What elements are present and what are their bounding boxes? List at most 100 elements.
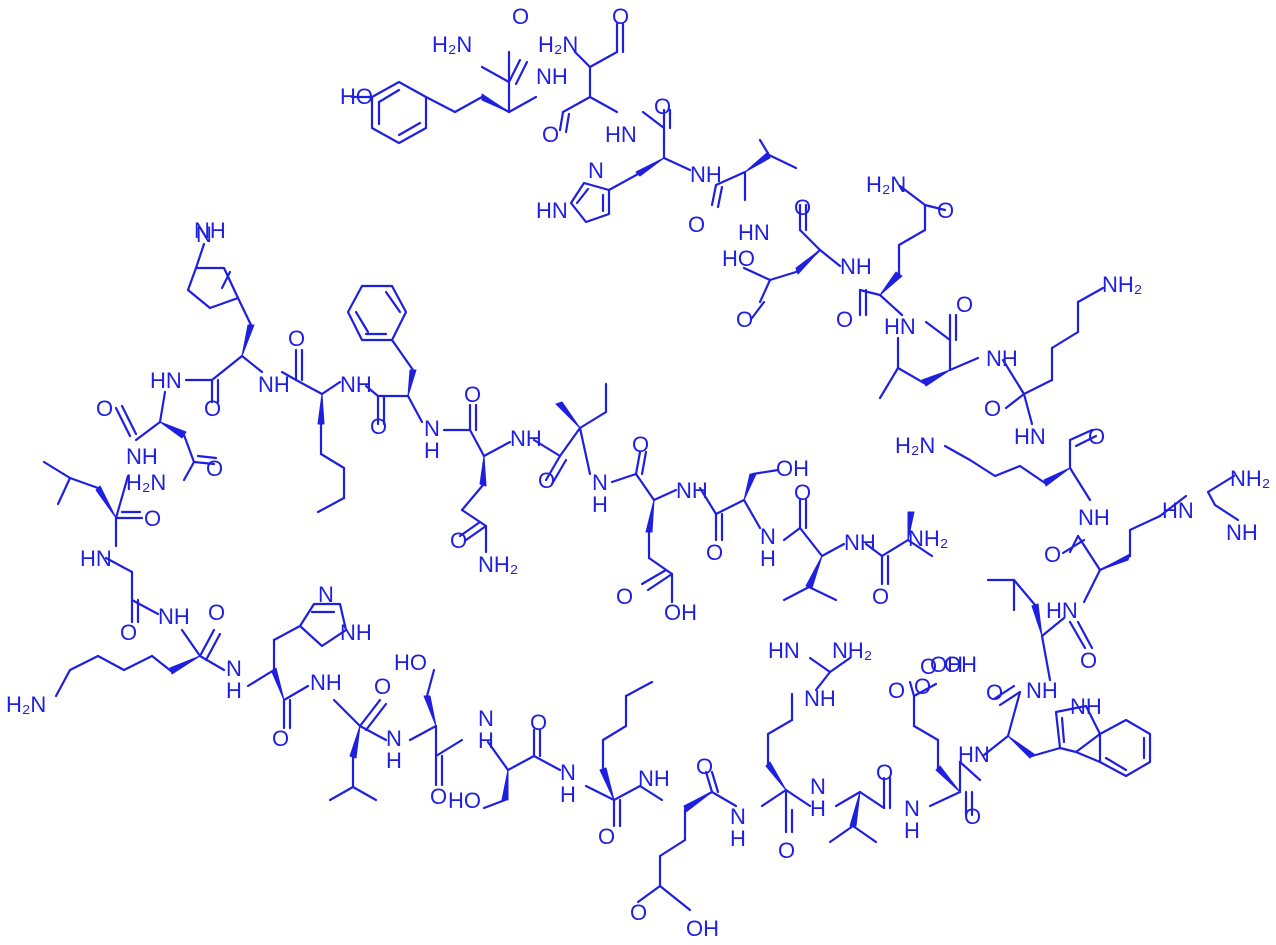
atom-label: H — [560, 782, 576, 807]
atom-label: H₂N — [895, 433, 935, 458]
atom-label: N — [760, 524, 776, 549]
atom-label: O — [450, 528, 467, 553]
atom-label: H — [478, 728, 494, 753]
atom-label: O — [206, 456, 223, 481]
bonds — [42, 22, 1240, 912]
atom-label: O — [688, 212, 705, 237]
atom-label: O — [794, 480, 811, 505]
atom-label: N — [810, 774, 826, 799]
atom-label: O — [612, 4, 629, 29]
atom-label: HO — [448, 788, 481, 813]
atom-label: NH — [840, 254, 872, 279]
atom-label: NH₂ — [908, 526, 948, 551]
atom-label: N — [560, 760, 576, 785]
atom-label: HN — [958, 742, 990, 767]
atom-label: H — [386, 748, 402, 773]
atom-label: H₂N — [866, 172, 906, 197]
atom-label: HO — [394, 650, 427, 675]
atom-label: HO — [722, 246, 755, 271]
atom-label: NH — [536, 64, 568, 89]
atom-label: N — [226, 656, 242, 681]
atom-label: O — [204, 396, 221, 421]
atom-label: O — [920, 654, 937, 679]
atom-label: O — [598, 824, 615, 849]
atom-label: N — [386, 726, 402, 751]
atom-labels: H₂N O H₂N O NH HO O HN O N HN NH O HN O … — [6, 4, 1270, 941]
atom-label: NH — [340, 372, 372, 397]
atom-label: O — [272, 726, 289, 751]
atom-label: NH — [844, 530, 876, 555]
atom-label: O — [512, 4, 529, 29]
atom-label: HN — [80, 546, 112, 571]
atom-label: O — [706, 540, 723, 565]
atom-label: H₂N — [432, 32, 472, 57]
atom-label: O — [872, 584, 889, 609]
atom-label: N — [196, 222, 212, 247]
atom-label: H₂N — [538, 32, 578, 57]
atom-label: O — [914, 674, 931, 699]
atom-label: NH — [1226, 520, 1258, 545]
atom-label: HN — [884, 314, 916, 339]
atom-label: H — [730, 826, 746, 851]
atom-label: HO — [340, 84, 373, 109]
atom-label: HN — [768, 638, 800, 663]
atom-label: O — [208, 600, 225, 625]
atom-label: H — [760, 546, 776, 571]
atom-label: O — [538, 468, 555, 493]
atom-label: O — [374, 674, 391, 699]
atom-label: OH — [664, 600, 697, 625]
atom-label: O — [778, 838, 795, 863]
atom-label: OH — [776, 456, 809, 481]
atom-label: N — [318, 582, 334, 607]
atom-label: O — [964, 804, 981, 829]
atom-label: O — [984, 396, 1001, 421]
atom-label: H — [592, 492, 608, 517]
atom-label: O — [937, 198, 954, 223]
atom-label: O — [144, 506, 161, 531]
atom-label: NH — [690, 162, 722, 187]
atom-label: OH — [686, 916, 719, 941]
atom-label: NH — [510, 426, 542, 451]
atom-label: NH₂ — [1102, 272, 1142, 297]
atom-label: NH — [638, 766, 670, 791]
atom-label: O — [986, 680, 1003, 705]
atom-label: O — [836, 307, 853, 332]
atom-label: H — [810, 796, 826, 821]
atom-label: H — [424, 438, 440, 463]
atom-label: OH — [944, 652, 977, 677]
atom-label: O — [654, 94, 671, 119]
atom-label: O — [630, 900, 647, 925]
atom-label: HN — [605, 122, 637, 147]
atom-label: O — [542, 122, 559, 147]
atom-label: N — [424, 416, 440, 441]
atom-label: HN — [1046, 598, 1078, 623]
atom-label: O — [120, 620, 137, 645]
atom-label: O — [794, 195, 811, 220]
atom-label: HN — [738, 220, 770, 245]
atom-label: O — [876, 760, 893, 785]
atom-label: O — [464, 382, 481, 407]
atom-label: NH — [258, 372, 290, 397]
atom-label: O — [696, 754, 713, 779]
atom-label: NH — [986, 346, 1018, 371]
atom-label: NH — [310, 670, 342, 695]
atom-label: H₂N — [126, 470, 166, 495]
atom-label: NH — [194, 218, 226, 243]
atom-label: N — [904, 796, 920, 821]
atom-label: NH₂ — [478, 552, 518, 577]
atom-label: N — [478, 706, 494, 731]
atom-label: NH — [676, 478, 708, 503]
atom-label: HN — [1162, 498, 1194, 523]
atom-label: NH₂ — [832, 638, 872, 663]
atom-label: NH — [1078, 505, 1110, 530]
atom-label: NH — [126, 444, 158, 469]
atom-label: NH — [340, 620, 372, 645]
atom-label: O — [736, 307, 753, 332]
atom-label: NH — [158, 604, 190, 629]
atom-label: O — [370, 414, 387, 439]
atom-label: O — [1080, 648, 1097, 673]
atom-label: NH₂ — [1230, 466, 1270, 491]
atom-label: O — [530, 710, 547, 735]
atom-label: H — [904, 818, 920, 843]
